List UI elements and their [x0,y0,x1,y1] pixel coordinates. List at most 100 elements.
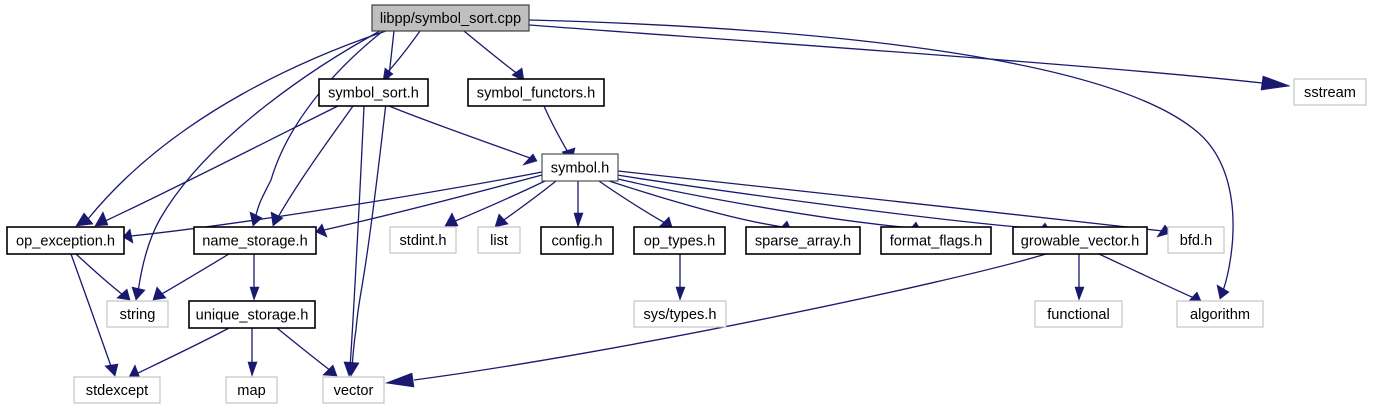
edge-root-to-symbol_functors.h [463,30,525,82]
node-box[interactable] [1012,226,1148,255]
graph-node-config_h[interactable]: config.h [540,226,614,255]
edge-line [102,105,339,223]
edge-line [159,253,230,296]
arrowhead-icon [343,361,358,377]
edge-op_exception_h-to-stdexcept [70,253,119,377]
graph-node-root[interactable]: libpp/symbol_sort.cpp [371,4,530,32]
node-label: map [237,383,265,399]
node-box[interactable] [633,226,726,255]
arrowhead-icon [1260,75,1291,91]
arrowhead-icon [122,228,134,244]
node-label: symbol_functors.h [477,86,595,102]
arrowhead-icon [270,211,284,227]
graph-node-bfd_h[interactable]: bfd.h [1167,226,1225,254]
node-box[interactable] [6,226,125,255]
graph-node-sparse_array_h[interactable]: sparse_array.h [745,226,861,255]
node-box[interactable] [1167,226,1225,254]
node-label: sstream [1304,85,1356,101]
node-box[interactable] [73,376,161,404]
graph-node-functional[interactable]: functional [1034,300,1123,328]
graph-node-algorithm[interactable]: algorithm [1176,300,1264,328]
node-label: op_types.h [644,234,715,250]
node-label: symbol.h [551,161,609,177]
node-label: string [120,307,156,323]
node-box[interactable] [541,153,619,182]
edge-symbol_sort_h-to-op_exception_h [94,105,339,227]
node-label: growable_vector.h [1021,234,1139,250]
graph-node-name_storage_h[interactable]: name_storage.h [193,226,317,255]
graph-node-symbol_sort_h[interactable]: symbol_sort.h [318,78,429,107]
edge-line [137,30,381,293]
edge-root-to-op_exception_h [75,30,387,227]
graph-node-symbol_functors_h[interactable]: symbol_functors.h [467,78,605,107]
node-label: op_exception.h [16,234,115,250]
arrowhead-icon [322,364,338,377]
edge-symbol_sort_h-to-vector [343,105,365,377]
edge-line [617,170,1164,232]
edge-line [254,30,384,220]
graph-node-op_types_h[interactable]: op_types.h [633,226,726,255]
graph-node-list[interactable]: list [477,226,521,254]
edge-symbol_sort_h-to-name_storage_h [270,105,354,227]
node-box[interactable] [540,226,614,255]
arrowhead-icon [128,364,141,379]
node-box[interactable] [371,4,530,32]
edge-unique_storage_h-to-vector [276,327,338,377]
node-label: stdint.h [399,233,446,249]
graph-node-map[interactable]: map [225,376,278,404]
edge-line [452,180,546,223]
node-box[interactable] [467,78,605,107]
edge-line [598,180,666,224]
arrowhead-icon [522,153,538,166]
arrowhead-icon [384,372,415,388]
arrowhead-icon [116,288,131,301]
edge-line [608,180,784,228]
node-box[interactable] [1034,300,1123,328]
graph-node-string[interactable]: string [106,300,169,328]
node-box[interactable] [106,300,169,328]
edge-symbol_h-to-list [494,180,557,228]
edge-line [528,19,1234,292]
graph-node-unique_storage_h[interactable]: unique_storage.h [188,300,316,329]
node-label: libpp/symbol_sort.cpp [380,11,521,27]
graph-node-sys_types_h[interactable]: sys/types.h [633,300,727,328]
edge-symbol_sort_h-to-symbol_h [388,105,538,166]
graph-node-symbol_h[interactable]: symbol.h [541,153,619,182]
node-box[interactable] [322,376,385,404]
arrowhead-icon [511,67,525,82]
node-box[interactable] [193,226,317,255]
node-box[interactable] [880,226,992,255]
node-box[interactable] [389,226,457,254]
edge-line [613,177,914,229]
arrowhead-icon [315,223,328,238]
node-box[interactable] [633,300,727,328]
node-box[interactable] [1293,78,1367,106]
node-box[interactable] [318,78,429,107]
graph-node-growable_vector_h[interactable]: growable_vector.h [1012,226,1148,255]
arrowhead-icon [494,213,509,228]
node-label: vector [334,383,374,399]
node-box[interactable] [1176,300,1264,328]
edge-symbol_h-to-op_exception_h [122,171,543,244]
graph-node-format_flags_h[interactable]: format_flags.h [880,226,992,255]
node-box[interactable] [477,226,521,254]
edge-symbol_h-to-growable_vector_h [616,174,1051,235]
edges-layer [70,19,1291,388]
graph-node-vector[interactable]: vector [322,376,385,404]
graph-node-stdexcept[interactable]: stdexcept [73,376,161,404]
node-label: name_storage.h [202,234,307,250]
edge-line [500,180,557,223]
edge-line [616,174,1043,230]
graph-node-stdint_h[interactable]: stdint.h [389,226,457,254]
node-box[interactable] [188,300,316,329]
edge-root-to-symbol_sort.h [382,30,421,82]
graph-node-op_exception_h[interactable]: op_exception.h [6,226,125,255]
arrowhead-icon [104,363,119,377]
edge-name_storage_h-to-unique_storage_h [249,254,260,301]
node-label: format_flags.h [890,234,982,250]
node-box[interactable] [225,376,278,404]
edge-line [1098,253,1195,299]
graph-node-sstream[interactable]: sstream [1293,78,1367,106]
node-box[interactable] [745,226,861,255]
